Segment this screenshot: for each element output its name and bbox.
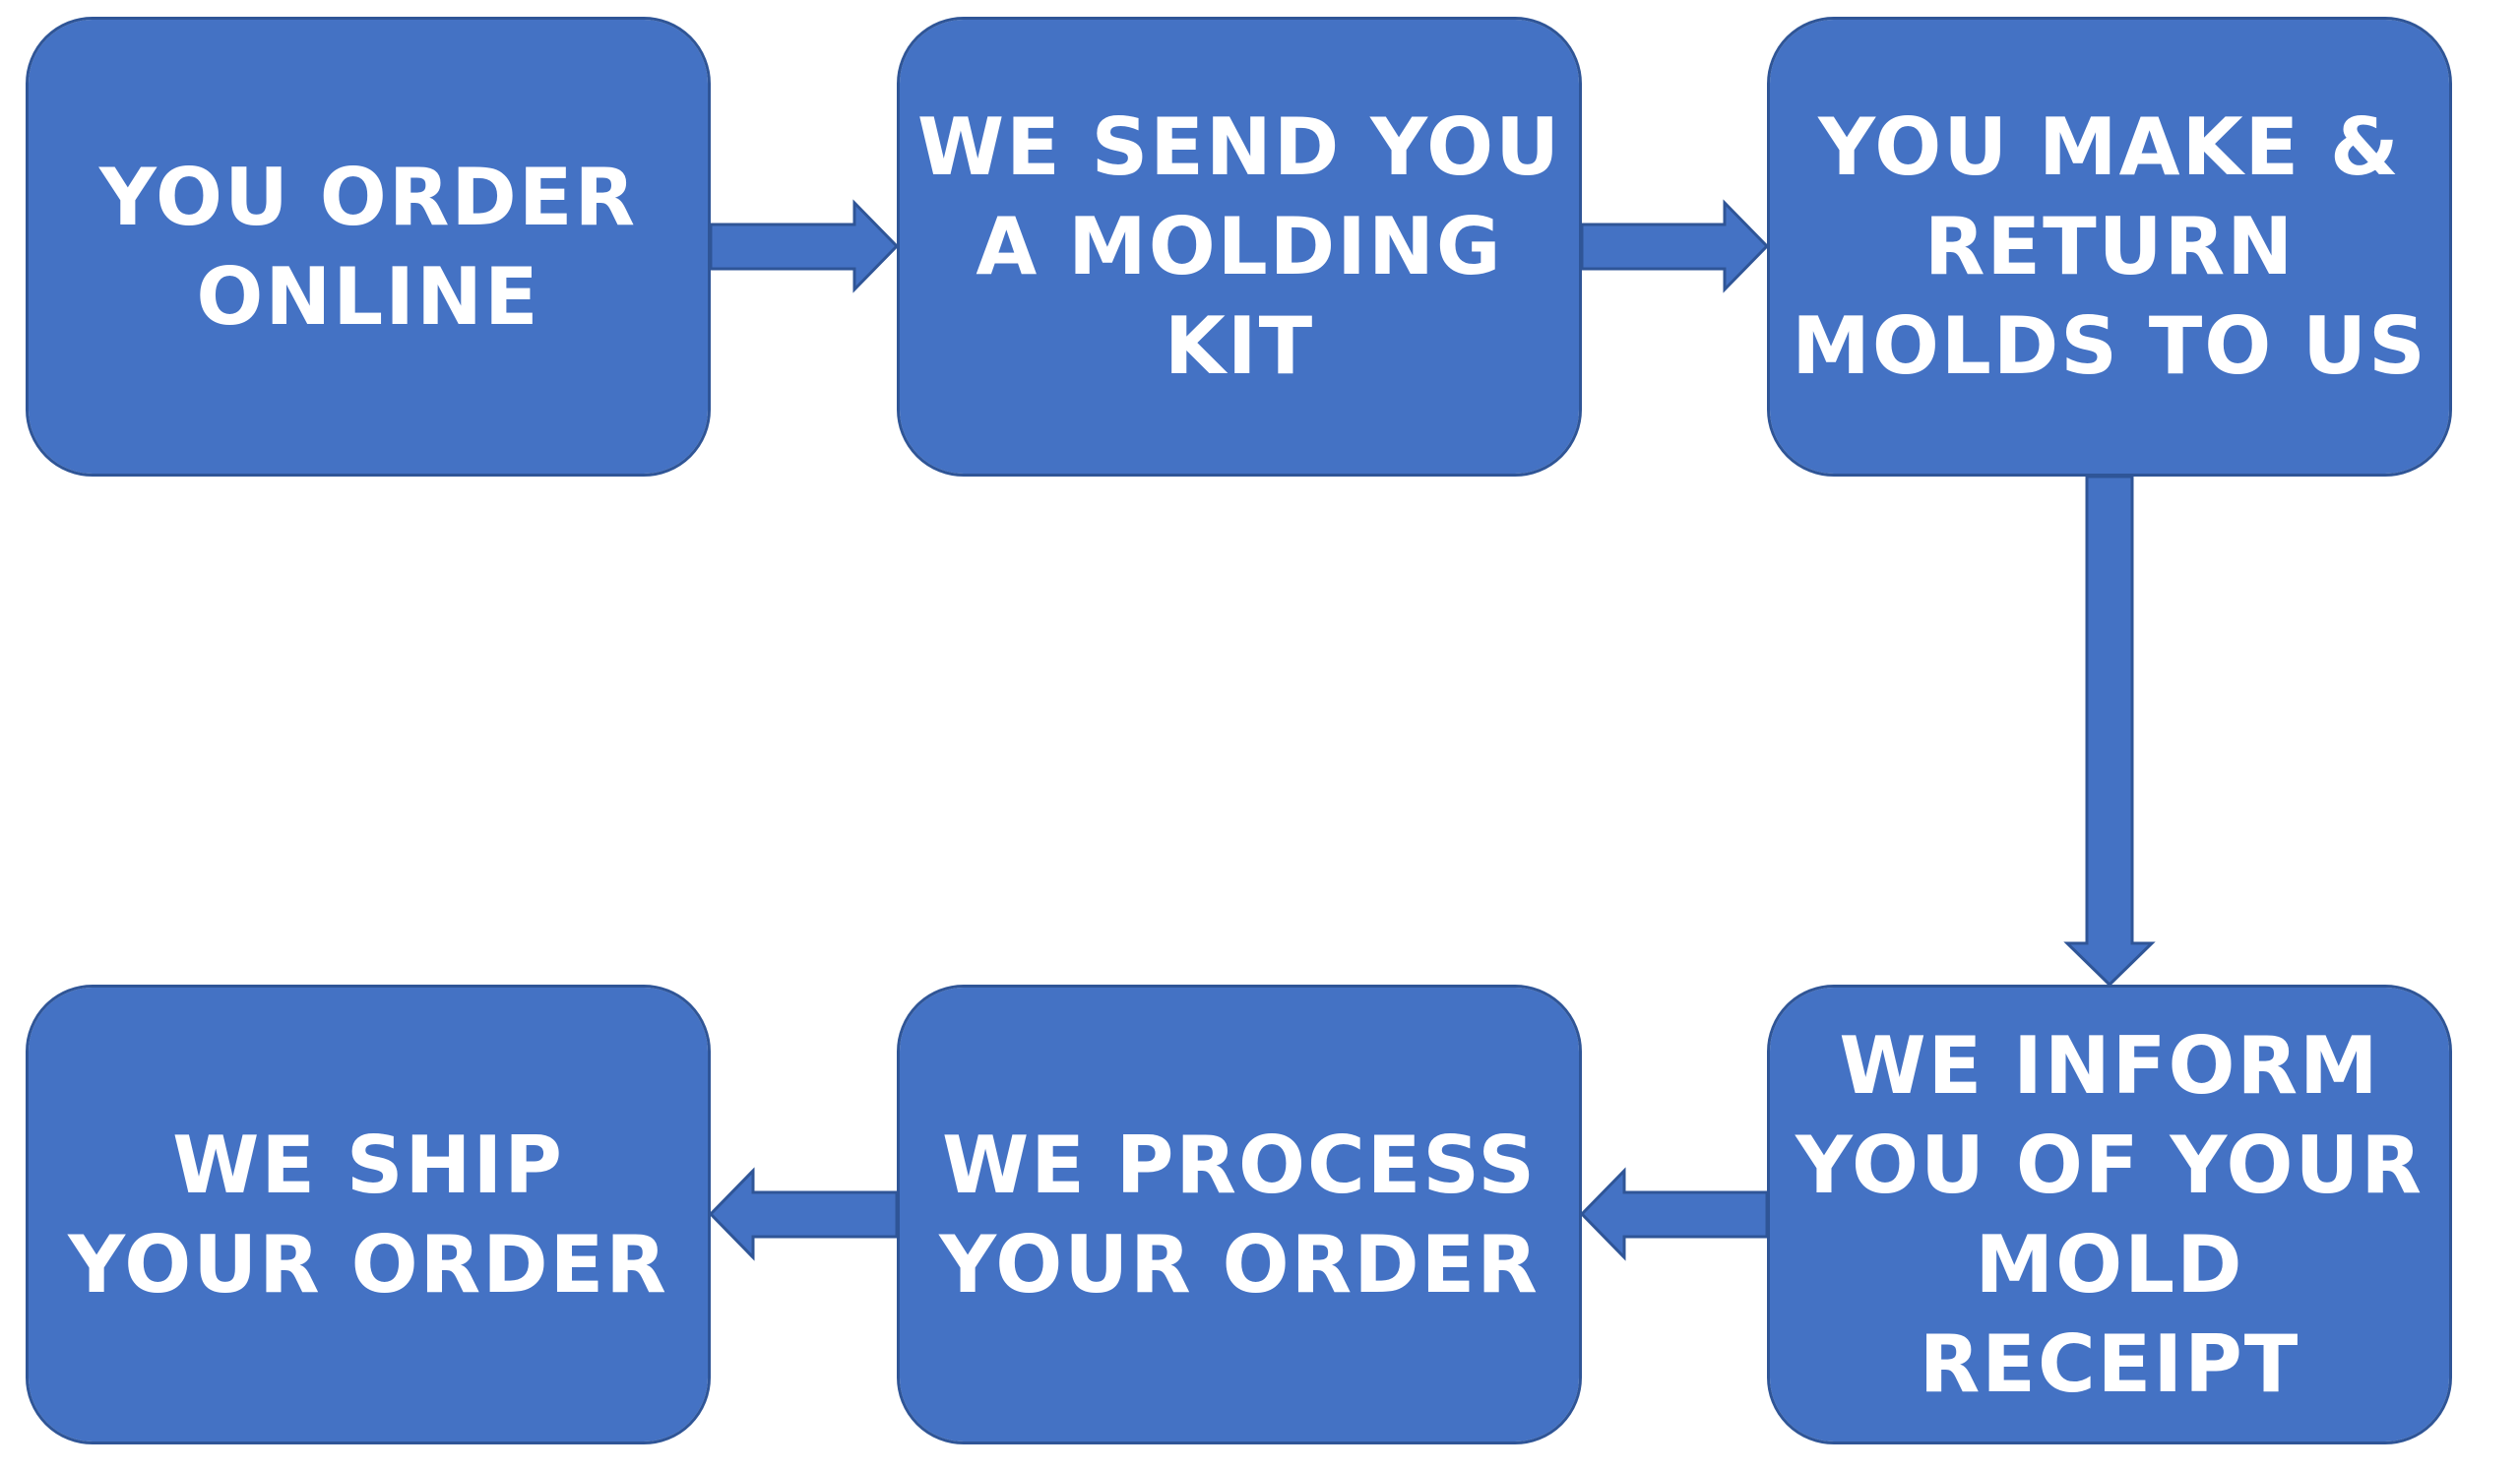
step-box-mold-receipt: WE INFORM YOU OF YOUR MOLD RECEIPT bbox=[1767, 985, 2452, 1444]
arrow-step1-to-step2 bbox=[709, 199, 900, 293]
step-box-order-online: YOU ORDER ONLINE bbox=[26, 17, 711, 477]
step-box-send-molding-kit: WE SEND YOU A MOLDING KIT bbox=[897, 17, 1582, 477]
step-label-send-molding-kit: WE SEND YOU A MOLDING KIT bbox=[916, 101, 1562, 392]
arrow-step3-to-step4 bbox=[2063, 475, 2156, 988]
step-label-order-online: YOU ORDER ONLINE bbox=[98, 151, 638, 343]
arrow-step5-to-step6 bbox=[708, 1167, 899, 1261]
step-label-ship-order: WE SHIP YOUR ORDER bbox=[68, 1119, 668, 1311]
step-label-mold-receipt: WE INFORM YOU OF YOUR MOLD RECEIPT bbox=[1795, 1019, 2425, 1410]
step-box-return-molds: YOU MAKE & RETURN MOLDS TO US bbox=[1767, 17, 2452, 477]
step-box-process-order: WE PROCESS YOUR ORDER bbox=[897, 985, 1582, 1444]
step-label-process-order: WE PROCESS YOUR ORDER bbox=[939, 1119, 1540, 1311]
step-box-ship-order: WE SHIP YOUR ORDER bbox=[26, 985, 711, 1444]
arrow-step2-to-step3 bbox=[1580, 199, 1770, 293]
step-label-return-molds: YOU MAKE & RETURN MOLDS TO US bbox=[1792, 101, 2427, 392]
arrow-step4-to-step5 bbox=[1579, 1167, 1769, 1261]
